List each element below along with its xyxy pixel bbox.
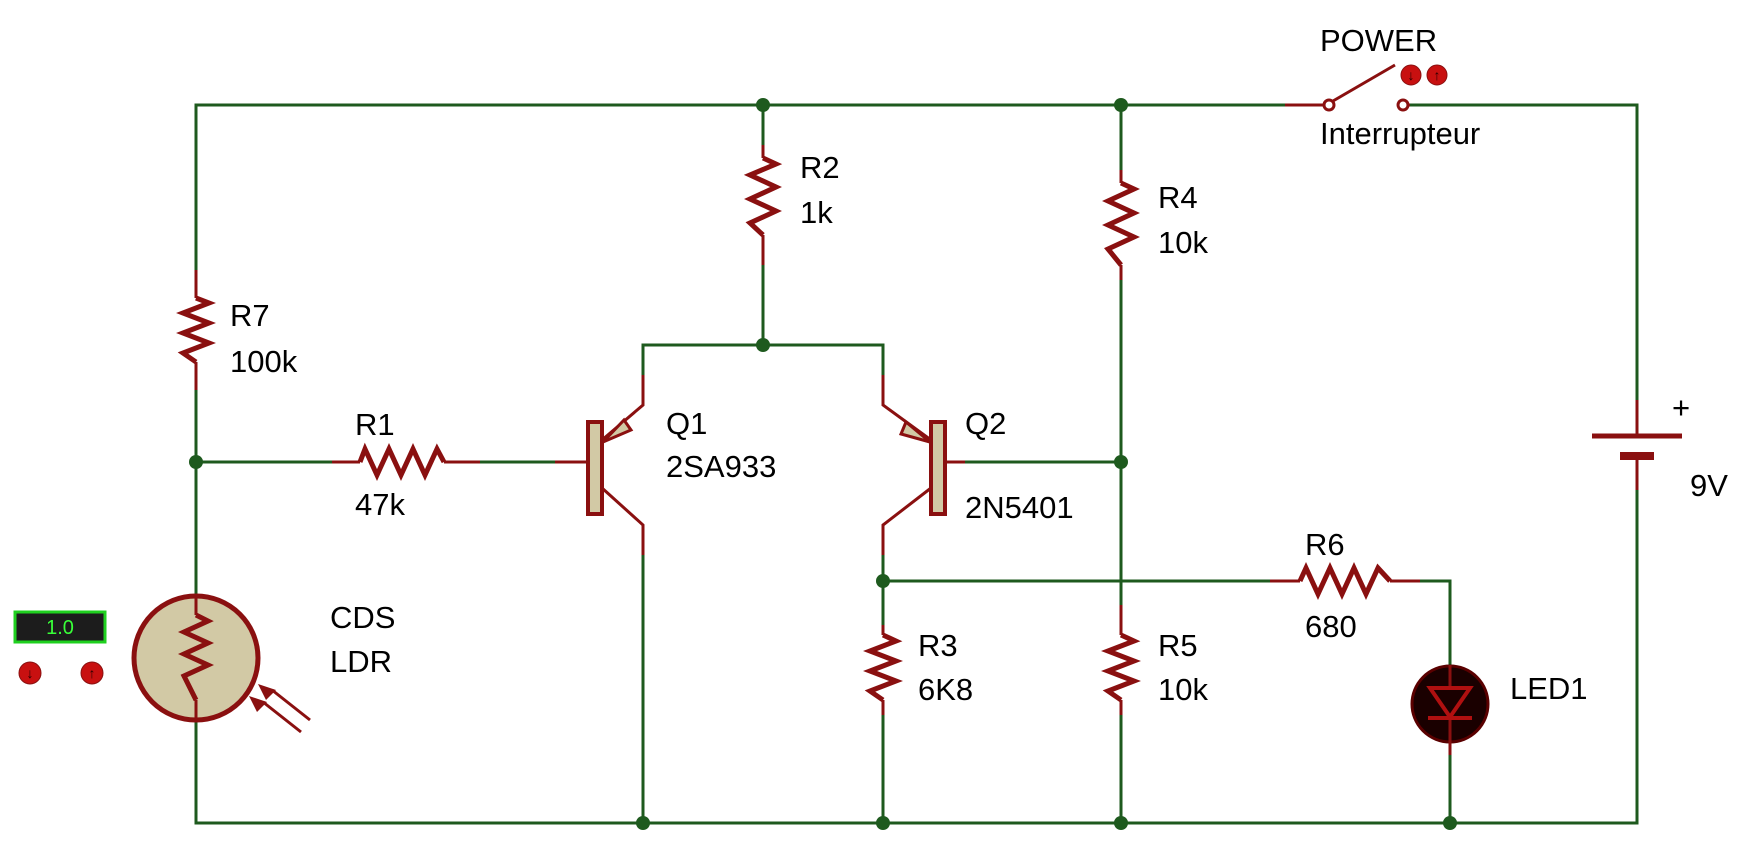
r1-ref-label: R1 — [355, 407, 395, 442]
r5-ref-label: R5 — [1158, 628, 1198, 663]
q2-value-label: 2N5401 — [965, 490, 1074, 525]
switch-ref-label: POWER — [1320, 23, 1437, 58]
r3-value-label: 6K8 — [918, 672, 973, 707]
resistor-r5[interactable]: R5 10k — [1101, 605, 1208, 715]
arrow-up-icon: ↑ — [1434, 67, 1441, 83]
led-ref-label: LED1 — [1510, 671, 1588, 706]
r1-value-label: 47k — [355, 487, 405, 522]
junction-dot — [1114, 455, 1128, 469]
junction-dot — [636, 816, 650, 830]
decrease-button[interactable] — [18, 661, 42, 685]
junction-dot — [1114, 816, 1128, 830]
light-level-probe[interactable]: 1.0 ↓ ↑ — [13, 610, 107, 685]
led1[interactable]: LED1 — [1410, 664, 1588, 755]
r6-ref-label: R6 — [1305, 527, 1345, 562]
ldr-ref-label: CDS — [330, 600, 395, 635]
resistor-r6[interactable]: R6 680 — [1270, 527, 1420, 644]
junction-dot — [876, 574, 890, 588]
resistor-r3[interactable]: R3 6K8 — [863, 625, 973, 715]
r2-value-label: 1k — [800, 195, 833, 230]
r4-value-label: 10k — [1158, 225, 1208, 260]
r6-wire — [881, 579, 1452, 825]
battery-polarity-label: + — [1672, 390, 1690, 425]
junction-dot — [876, 816, 890, 830]
arrow-down-icon: ↓ — [27, 665, 34, 681]
battery-value-label: 9V — [1690, 468, 1728, 503]
arrow-down-icon: ↓ — [1408, 67, 1415, 83]
r5-value-label: 10k — [1158, 672, 1208, 707]
resistor-r2[interactable]: R2 1k — [743, 145, 840, 265]
resistor-r4[interactable]: R4 10k — [1102, 170, 1208, 280]
resistor-r1[interactable]: R1 47k — [332, 407, 480, 522]
arrow-up-icon: ↑ — [89, 665, 96, 681]
r3-ref-label: R3 — [918, 628, 958, 663]
led-diode-icon — [1426, 686, 1474, 721]
junction-dot — [1114, 98, 1128, 112]
r7-ref-label: R7 — [230, 298, 270, 333]
resistor-r7[interactable]: R7 100k — [176, 270, 298, 390]
increase-button[interactable] — [80, 661, 104, 685]
junction-dot — [189, 455, 203, 469]
ldr-light-arrows-icon — [262, 688, 311, 734]
probe-value: 1.0 — [46, 617, 74, 639]
r7-value-label: 100k — [230, 344, 298, 379]
switch-on-button[interactable] — [1426, 64, 1448, 86]
transistor-q1[interactable]: Q1 2SA933 — [555, 375, 776, 555]
q1-value-label: 2SA933 — [666, 449, 776, 484]
junction-dot — [756, 338, 770, 352]
battery-9v[interactable]: + 9V — [1592, 390, 1728, 503]
q1-ref-label: Q1 — [666, 406, 707, 441]
junction-dot — [1443, 816, 1457, 830]
junction-dot — [756, 98, 770, 112]
r6-value-label: 680 — [1305, 609, 1357, 644]
transistor-q2[interactable]: Q2 2N5401 — [881, 375, 1074, 555]
ldr-value-label: LDR — [330, 644, 392, 679]
q2-emitter-arrow-icon — [898, 419, 931, 444]
switch-value-label: Interrupteur — [1320, 116, 1480, 151]
switch-off-button[interactable] — [1400, 64, 1422, 86]
wires — [194, 103, 1639, 825]
junctions — [189, 98, 1457, 830]
q1-emitter-arrow-icon — [601, 417, 634, 444]
r4-ref-label: R4 — [1158, 180, 1198, 215]
ldr-cds[interactable]: CDS LDR — [131, 593, 395, 734]
r2-ref-label: R2 — [800, 150, 840, 185]
power-switch[interactable]: ↓ ↑ POWER Interrupteur — [1285, 23, 1480, 151]
q2-ref-label: Q2 — [965, 406, 1006, 441]
